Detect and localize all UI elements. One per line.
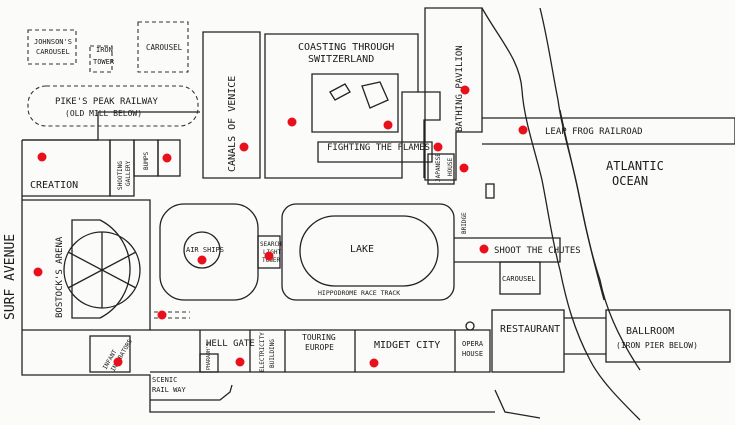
iron-tower-label-2: TOWER bbox=[93, 58, 115, 66]
shoreline bbox=[481, 7, 641, 421]
canals-of-venice-label: CANALS OF VENICE bbox=[227, 76, 238, 172]
marker-hell-gate[interactable] bbox=[235, 357, 245, 367]
touring-europe-label: TOURING bbox=[302, 333, 336, 342]
midget-city-label: MIDGET CITY bbox=[374, 340, 440, 351]
touring-europe-label-2: EUROPE bbox=[305, 343, 334, 352]
marker-midget-city[interactable] bbox=[369, 358, 379, 368]
bostocks-arena-label: BOSTOCK'S ARENA bbox=[55, 236, 65, 318]
johnsons-carousel-label-2: CAROUSEL bbox=[36, 48, 70, 56]
surf-avenue-label: SURF AVENUE bbox=[3, 234, 18, 320]
scenic-railway-label-2: RAIL WAY bbox=[152, 386, 187, 394]
bathing-area: BATHING PAVILION LEAP FROG RAILROAD JAPA… bbox=[424, 7, 735, 199]
carousel-lower-label: CAROUSEL bbox=[502, 275, 536, 283]
bumps-label: BUMPS bbox=[143, 152, 150, 170]
scenic-railway-label: SCENIC bbox=[152, 376, 177, 384]
ballroom-label-2: (IRON PIER BELOW) bbox=[616, 341, 698, 350]
air-ships-label: AIR SHIPS bbox=[186, 246, 224, 254]
electricity-label-2: BUILDING bbox=[269, 339, 276, 368]
pikes-peak-label: PIKE'S PEAK RAILWAY bbox=[55, 97, 159, 107]
johnsons-carousel[interactable] bbox=[27, 29, 77, 65]
fighting-the-flames-label: FIGHTING THE FLAMES bbox=[327, 143, 430, 153]
marker-canals[interactable] bbox=[239, 142, 249, 152]
central-attractions: AIR SHIPS SEARCH LIGHT TOWER LAKE HIPPOD… bbox=[159, 203, 581, 301]
pikes-peak-railway[interactable] bbox=[27, 85, 199, 127]
tea-house-label: JAPANESE bbox=[435, 153, 442, 182]
marker-coasting[interactable] bbox=[287, 117, 297, 127]
ocean-label: OCEAN bbox=[612, 174, 648, 188]
iron-tower[interactable] bbox=[89, 45, 113, 73]
bathing-pavilion-label: BATHING PAVILION bbox=[455, 45, 465, 132]
marker-infant[interactable] bbox=[113, 357, 123, 367]
pharaoh-label: PHARAOH'S bbox=[206, 343, 212, 370]
ballroom-label: BALLROOM bbox=[626, 326, 674, 337]
west-attractions: CREATION SHOOTING GALLERY BUMPS BOSTOCK'… bbox=[22, 139, 181, 331]
iron-tower-label: IRON bbox=[96, 46, 113, 54]
electricity-label: ELECTRICITY bbox=[259, 332, 266, 372]
marker-flames-lower[interactable] bbox=[433, 142, 443, 152]
marker-creation[interactable] bbox=[37, 152, 47, 162]
opera-house-label: OPERA bbox=[462, 340, 484, 348]
atlantic-label: ATLANTIC bbox=[606, 159, 664, 173]
carousel-top[interactable] bbox=[137, 21, 189, 73]
shoot-the-chutes-label: SHOOT THE CHUTES bbox=[494, 246, 581, 256]
marker-bathing[interactable] bbox=[460, 85, 470, 95]
tea-house-label-3: HOUSE bbox=[447, 158, 454, 176]
bridge-label: BRIDGE bbox=[461, 212, 468, 234]
hippodrome-label: HIPPODROME RACE TRACK bbox=[318, 289, 400, 297]
johnsons-carousel-label: JOHNSON'S bbox=[34, 38, 72, 46]
search-light-label-3: TOWER bbox=[262, 257, 280, 264]
leap-frog-label: LEAP FROG RAILROAD bbox=[545, 127, 643, 137]
marker-shoot-chutes[interactable] bbox=[479, 244, 489, 254]
shooting-gallery-label-2: GALLERY bbox=[125, 160, 132, 186]
marker-air-ships[interactable] bbox=[197, 255, 207, 265]
search-light-label-2: LIGHT bbox=[263, 249, 281, 256]
pikes-peak-label-2: (OLD MILL BELOW) bbox=[65, 109, 142, 118]
marker-bostocks[interactable] bbox=[33, 267, 43, 277]
search-light-label: SEARCH bbox=[260, 241, 282, 248]
shooting-gallery-label: SHOOTING bbox=[117, 161, 124, 190]
coasting-label: COASTING THROUGH bbox=[298, 42, 394, 53]
marker-leap-frog[interactable] bbox=[518, 125, 528, 135]
creation-label: CREATION bbox=[30, 180, 78, 191]
coasting-label-2: SWITZERLAND bbox=[308, 54, 374, 65]
opera-house-label-2: HOUSE bbox=[462, 350, 483, 358]
hell-gate-label: HELL GATE bbox=[206, 339, 255, 349]
marker-walkway[interactable] bbox=[157, 310, 167, 320]
marker-bumps[interactable] bbox=[162, 153, 172, 163]
location-markers bbox=[33, 85, 528, 368]
top-left-attractions: JOHNSON'S CAROUSEL IRON TOWER CAROUSEL P… bbox=[27, 21, 199, 127]
north-attractions: CANALS OF VENICE COASTING THROUGH SWITZE… bbox=[202, 31, 441, 179]
carousel-top-label: CAROUSEL bbox=[146, 43, 183, 52]
japanese-tea-house[interactable] bbox=[427, 153, 455, 185]
marker-search-light[interactable] bbox=[264, 251, 274, 261]
marker-tea-house[interactable] bbox=[459, 163, 469, 173]
south-attractions: INFANT INCUBATORS HELL GATE ELECTRICITY … bbox=[89, 309, 731, 419]
lake-label: LAKE bbox=[350, 244, 374, 255]
restaurant-label: RESTAURANT bbox=[500, 324, 560, 335]
surf-avenue: SURF AVENUE bbox=[3, 111, 495, 413]
marker-fighting[interactable] bbox=[383, 120, 393, 130]
